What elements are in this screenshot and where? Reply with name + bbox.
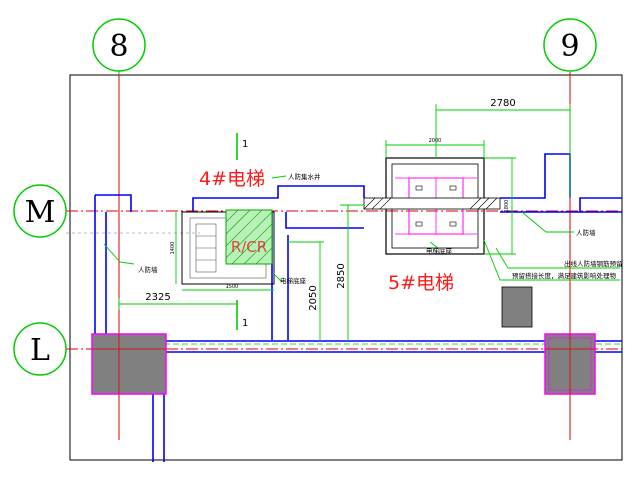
section-marker-top: 1 [242,139,248,150]
dim-2050: 2050 [308,285,319,310]
dimension-lines [103,104,620,341]
grid-bubble-8: 8 [92,18,146,75]
elevator-5-beam [363,197,501,210]
dim-2850: 2850 [336,263,347,288]
column-small [501,286,533,328]
note-shaft-edge-1: 电梯底座 [280,276,307,285]
grid-bubble-M: M [13,184,67,238]
dim-2325: 2325 [145,292,170,303]
civil-defense-walls [94,153,622,462]
grid-label-L: L [30,333,50,368]
elevator-5-shaft [363,157,501,255]
elevator-4-pit [225,209,273,265]
column-left [91,333,167,395]
note-shaft-edge-2: 电梯底座 [426,246,453,255]
wall-corridor-top [192,185,365,212]
dim-1500: 1500 [226,284,239,290]
dim-1800: 1800 [504,200,510,213]
grid-label-9: 9 [560,29,579,64]
grid-bubble-9: 9 [543,18,597,72]
grid-label-8: 8 [109,29,128,64]
drawing-frame [69,74,623,461]
elevator-5-title: 5#电梯 [388,272,454,294]
elevator-4-shaft: R/CR [181,209,275,285]
note-line-2: 预留搭接长度，满足建筑影响处理物 [512,271,617,280]
dim-2000: 2000 [429,138,442,144]
grid-label-M: M [25,195,56,230]
column-right [544,333,596,395]
dim-1400: 1400 [170,242,176,255]
note-civil-defense-wall-2: 人防墙 [576,228,596,237]
wall-corridor-bottom [285,212,364,229]
wall-left-cap [95,194,132,212]
note-civil-defense-hatch: 人防集水井 [288,172,321,181]
wall-corridor-right-bottom [500,197,622,213]
section-marker-bottom: 1 [242,318,248,329]
note-line-1: 出线人防墙钢筋预留 [564,259,623,268]
grid-bubble-L: L [13,322,67,376]
elevator-4-pit-label: R/CR [231,238,267,256]
section-marker: 1 1 [236,133,248,330]
dim-2780: 2780 [490,98,515,109]
note-civil-defense-wall-1: 人防墙 [138,265,158,274]
wall-corridor-right [500,153,571,199]
elevator-4-title: 4#电梯 [199,168,265,190]
